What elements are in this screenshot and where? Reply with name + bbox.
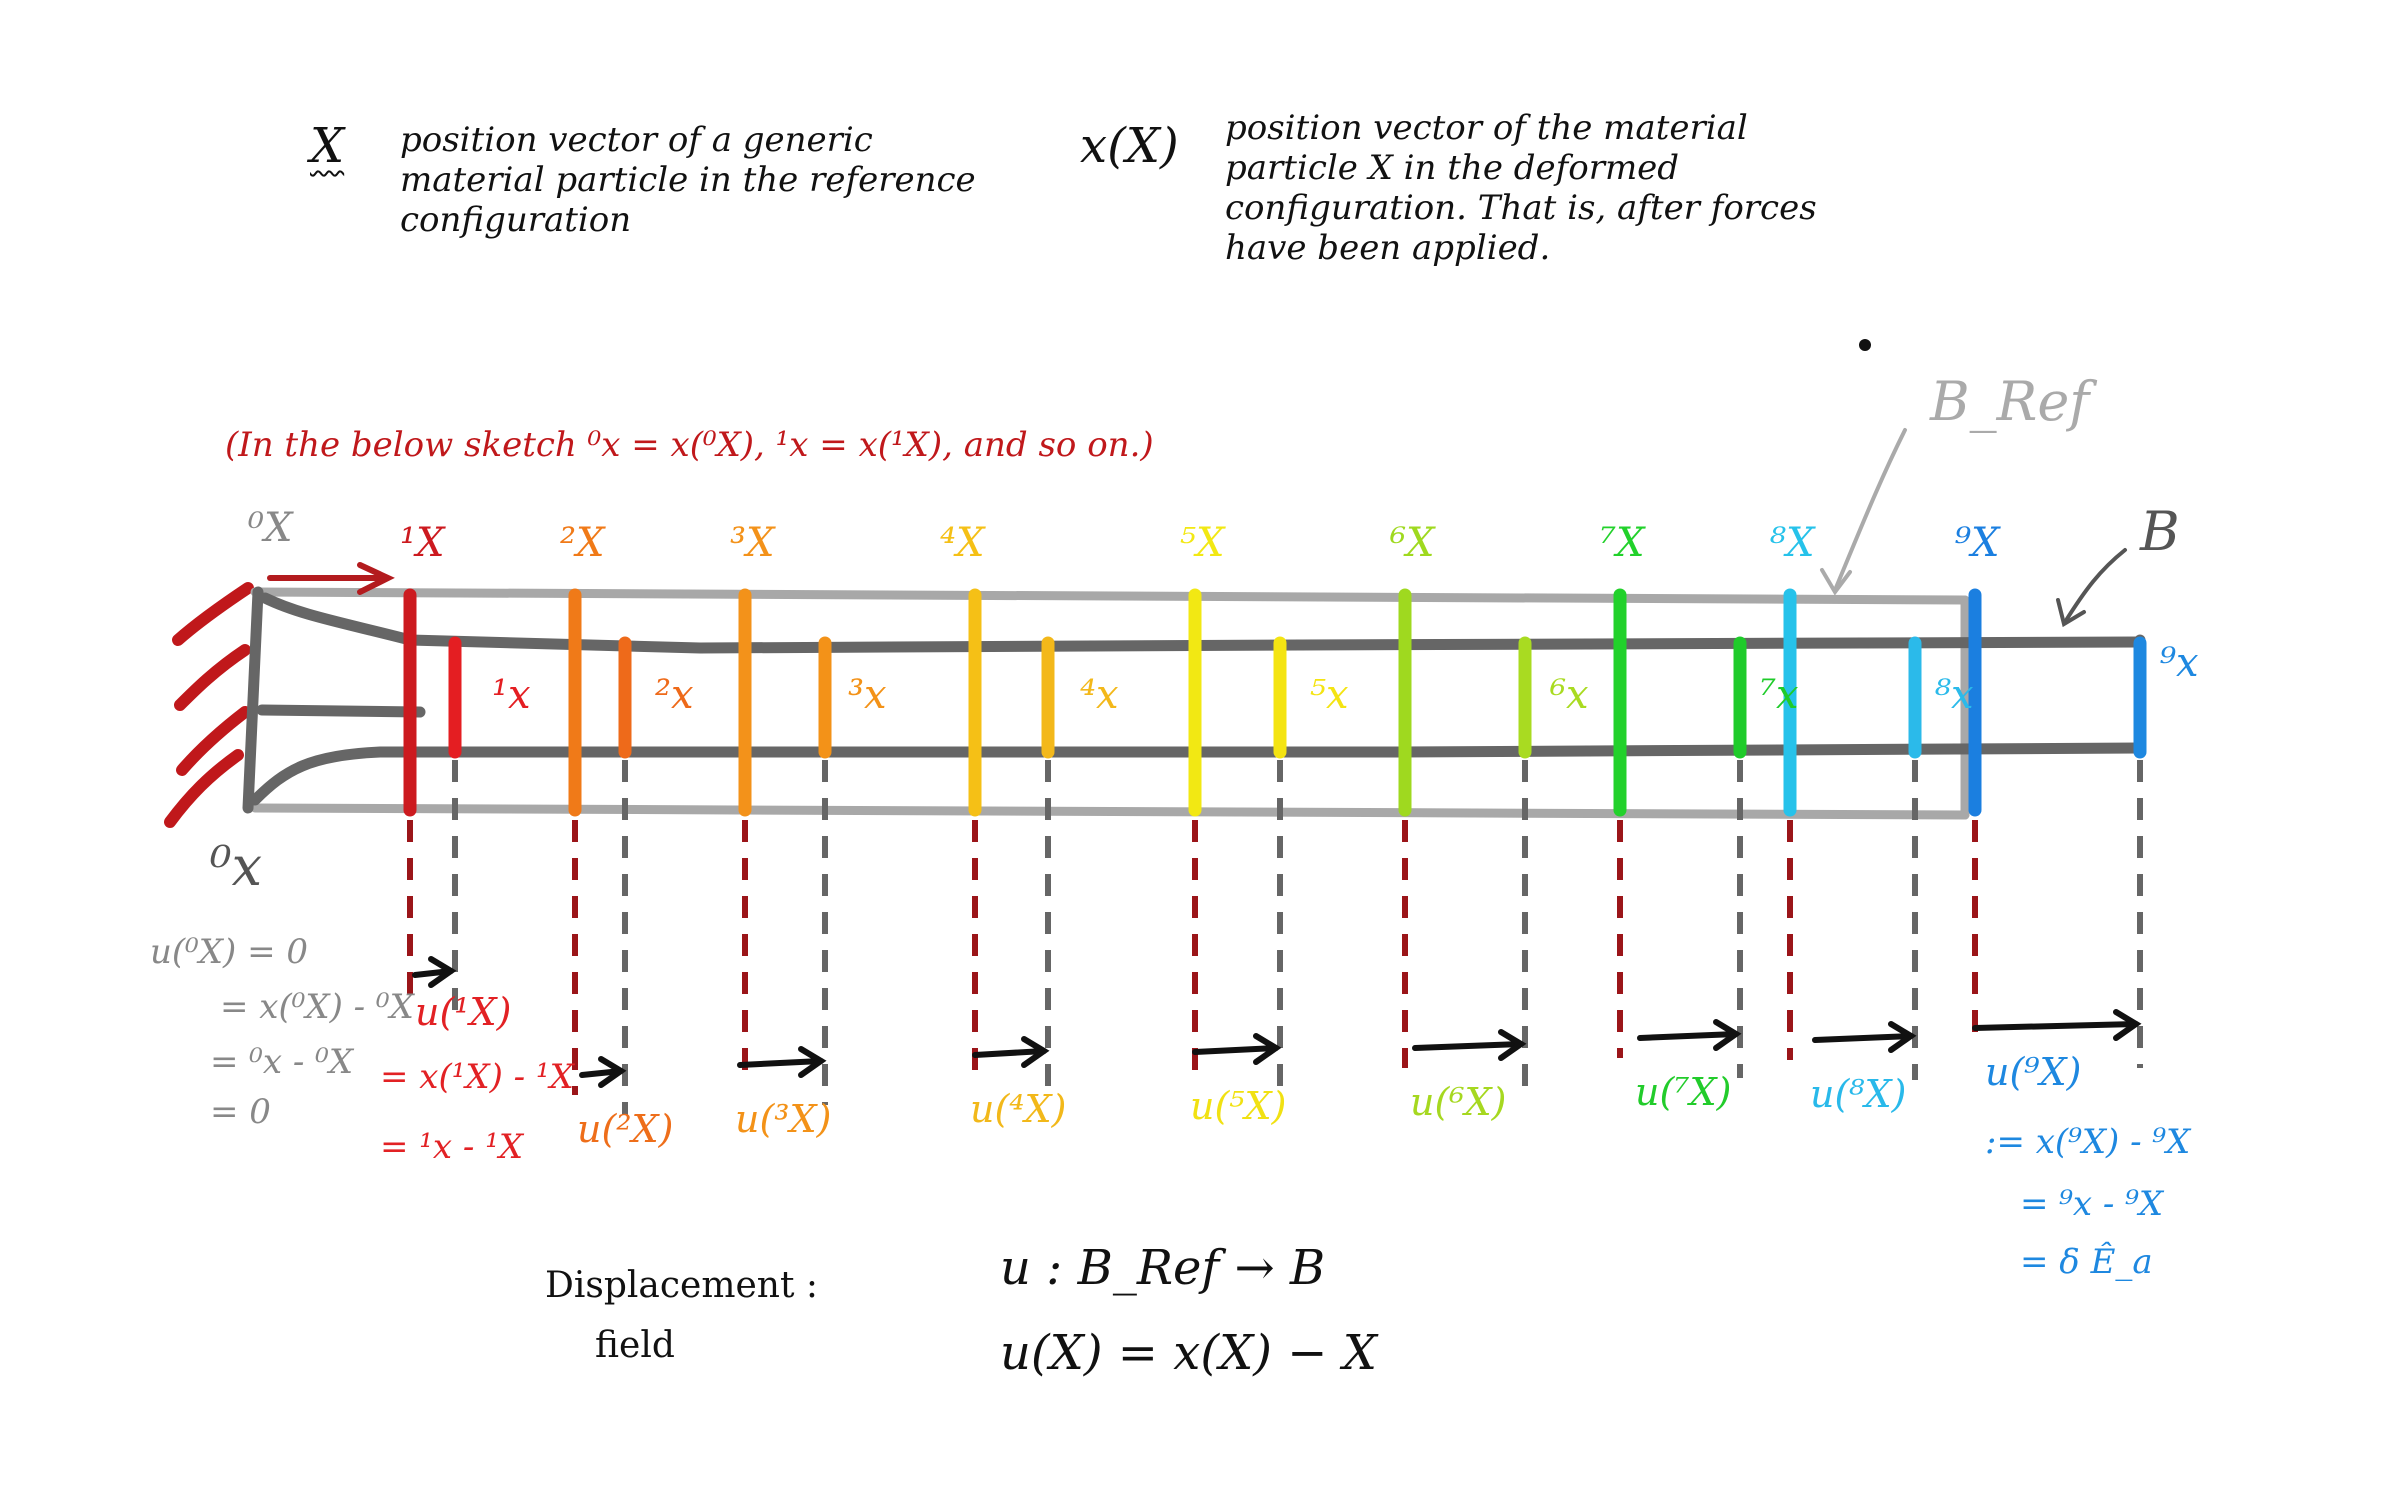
deformed-label-1: ¹x: [492, 672, 531, 718]
b-ref-label: B_Ref: [1930, 370, 2090, 433]
deformed-sections: [448, 636, 2147, 759]
reference-arrow: [267, 562, 395, 595]
displacement-arrows: [412, 956, 2142, 1088]
origin-eq-3: = 0: [210, 1092, 271, 1132]
X-definition: position vector of a generic material pa…: [400, 120, 976, 240]
deformed-label-7: ⁷x: [1760, 672, 1799, 718]
displacement-arrowhead-5: [1253, 1033, 1282, 1065]
reference-label-4: ⁴X: [940, 520, 985, 566]
displacement-map: u : B_Ref → B: [1000, 1240, 1326, 1296]
deformed-label-3: ³x: [848, 672, 887, 718]
sketch-note: (In the below sketch ⁰x = x(⁰X), ¹x = x(…: [225, 425, 1154, 465]
displacement-title: Displacement :: [545, 1265, 819, 1306]
origin-x-label: ⁰x: [210, 835, 263, 898]
x-symbol: x(X): [1080, 118, 1179, 174]
displacement-arrow-6: [1412, 1041, 1524, 1051]
displacement-arrow-7: [1637, 1031, 1739, 1041]
X-symbol: X: [310, 118, 345, 174]
section1-eq-0: = x(¹X) - ¹X: [380, 1057, 574, 1097]
displacement-label-1: u(¹X): [415, 990, 512, 1034]
origin-eq-2: = ⁰x - ⁰X: [210, 1042, 354, 1082]
displacement-arrow-4: [972, 1048, 1047, 1058]
displacement-arrowhead-3: [798, 1046, 827, 1078]
projection-lines: [407, 760, 2143, 1115]
displacement-arrow-3: [737, 1058, 824, 1068]
displacement-arrowhead-9: [2113, 1009, 2142, 1041]
body-pointers: [1820, 428, 2127, 628]
origin-eq-1: = x(⁰X) - ⁰X: [220, 987, 414, 1027]
b-label: B: [2140, 500, 2180, 563]
displacement-arrowhead-6: [1498, 1029, 1527, 1061]
section1-eq-1: = ¹x - ¹X: [380, 1127, 524, 1167]
reference-label-2: ²X: [560, 520, 605, 566]
displacement-arrow-9: [1972, 1021, 2139, 1031]
reference-label-8: ⁸X: [1770, 520, 1815, 566]
displacement-label-2: u(²X): [577, 1107, 674, 1151]
displacement-label-4: u(⁴X): [970, 1087, 1067, 1131]
displacement-formula: u(X) = x(X) − X: [1000, 1325, 1377, 1381]
displacement-label-5: u(⁵X): [1190, 1084, 1287, 1128]
displacement-arrowhead-8: [1888, 1021, 1917, 1053]
displacement-arrowhead-2: [598, 1056, 627, 1088]
displacement-subtitle: field: [595, 1325, 675, 1366]
x-definition: position vector of the material particle…: [1225, 108, 1817, 268]
reference-label-5: ⁵X: [1180, 520, 1225, 566]
reference-label-1: ¹X: [400, 520, 445, 566]
stray-dot: [1859, 339, 1871, 351]
deformed-label-2: ²x: [655, 672, 694, 718]
reference-label-7: ⁷X: [1600, 520, 1645, 566]
displacement-arrow-8: [1812, 1033, 1914, 1043]
fixed-wall: [164, 582, 254, 828]
deformed-label-8: ⁸x: [1935, 672, 1974, 718]
deformed-label-6: ⁶x: [1550, 672, 1589, 718]
displacement-arrowhead-4: [1021, 1036, 1050, 1068]
reference-sections: [403, 588, 1982, 817]
reference-label-9: ⁹X: [1955, 520, 2000, 566]
displacement-label-8: u(⁸X): [1810, 1072, 1907, 1116]
section9-eq-0: := x(⁹X) - ⁹X: [1985, 1122, 2191, 1162]
displacement-arrow-2: [579, 1068, 624, 1078]
displacement-arrowhead-7: [1713, 1019, 1742, 1051]
displacement-label-7: u(⁷X): [1635, 1070, 1732, 1114]
displacement-label-9: u(⁹X): [1985, 1050, 2082, 1094]
section9-eq-2: = δ Ê_a: [2020, 1242, 2153, 1282]
reference-label-0: ⁰X: [248, 505, 293, 551]
reference-body: [250, 587, 1970, 820]
displacement-label-6: u(⁶X): [1410, 1080, 1507, 1124]
displacement-label-3: u(³X): [735, 1097, 832, 1141]
displacement-arrowhead-1: [428, 956, 457, 988]
deformed-label-5: ⁵x: [1310, 672, 1349, 718]
reference-label-3: ³X: [730, 520, 775, 566]
displacement-arrow-5: [1192, 1045, 1279, 1055]
deformed-label-4: ⁴x: [1080, 672, 1119, 718]
section9-eq-1: = ⁹x - ⁹X: [2020, 1184, 2164, 1224]
deformed-label-9: ⁹x: [2160, 640, 2199, 686]
origin-eq-0: u(⁰X) = 0: [150, 932, 308, 972]
reference-label-6: ⁶X: [1390, 520, 1435, 566]
